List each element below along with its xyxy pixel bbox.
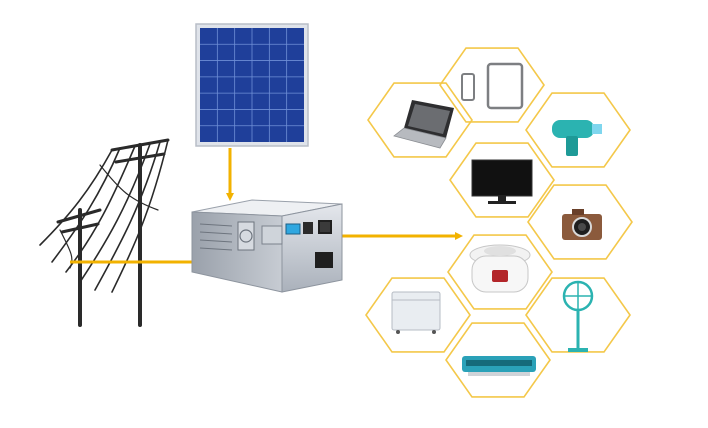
hexagon-frame	[447, 234, 553, 310]
television-icon	[471, 159, 533, 204]
hexagon-frame	[525, 92, 631, 168]
hexagon-frame	[367, 82, 473, 158]
chest-freezer-icon	[391, 291, 441, 334]
camera-icon	[562, 209, 602, 240]
hexagon-frame	[439, 47, 545, 123]
power-drill-icon	[552, 120, 602, 156]
hexagon-frame	[525, 277, 631, 353]
standing-fan-icon	[562, 280, 594, 352]
hexagon-frame	[365, 277, 471, 353]
hexagon-frame	[449, 142, 555, 218]
hexagon-frame	[445, 322, 551, 398]
appliance-group	[365, 47, 633, 398]
hexagon-frame	[527, 184, 633, 260]
inverter-icon	[191, 199, 343, 293]
power-pole-icon	[39, 138, 170, 327]
solar-panel-icon	[195, 23, 309, 147]
rice-cooker-icon	[469, 244, 531, 293]
smartphone-tablet-icon	[461, 62, 524, 110]
laptop-icon	[393, 100, 454, 149]
air-conditioner-icon	[462, 356, 536, 376]
